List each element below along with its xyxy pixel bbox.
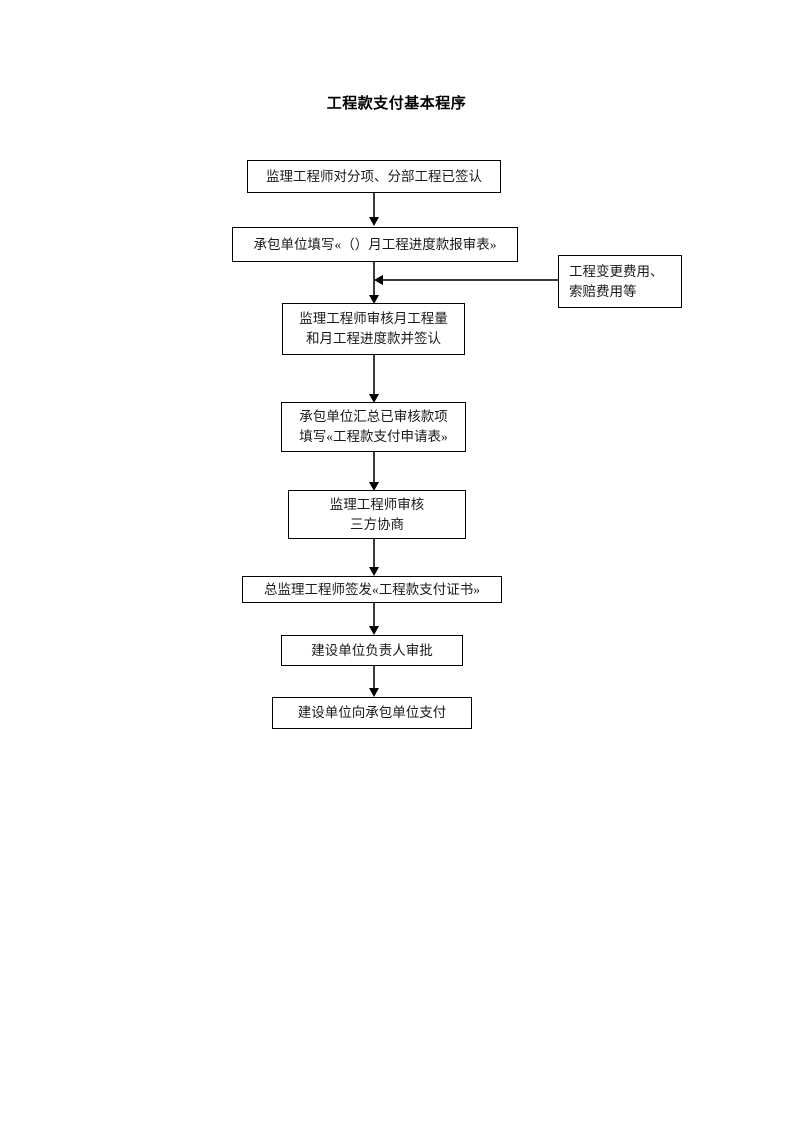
flow-node-4-line-1: 承包单位汇总已审核款项 xyxy=(299,409,448,425)
connector-n4-n5 xyxy=(373,452,375,487)
arrowhead-n1-n2-icon xyxy=(369,217,379,226)
arrowhead-n3-n4-icon xyxy=(369,394,379,403)
arrowhead-n6-n7-icon xyxy=(369,626,379,635)
flow-node-3[interactable]: 监理工程师审核月工程量 和月工程进度款并签认 xyxy=(282,303,465,355)
flow-node-7[interactable]: 建设单位负责人审批 xyxy=(281,635,463,666)
connector-n3-n4 xyxy=(373,355,375,399)
flow-node-8-line-1: 建设单位向承包单位支付 xyxy=(297,705,447,721)
flow-node-7-line-1: 建设单位负责人审批 xyxy=(311,642,433,658)
flow-node-6[interactable]: 总监理工程师签发«工程款支付证书» xyxy=(242,576,502,603)
connector-n7-n8 xyxy=(373,666,375,691)
flow-node-3-line-1: 监理工程师审核月工程量 xyxy=(299,311,448,327)
connector-n1-n2 xyxy=(373,193,375,220)
connector-n6-n7 xyxy=(373,603,375,630)
page-title: 工程款支付基本程序 xyxy=(326,95,467,112)
flow-node-5[interactable]: 监理工程师审核 三方协商 xyxy=(288,490,466,539)
flow-node-1-line-1: 监理工程师对分项、分部工程已签认 xyxy=(266,168,482,184)
flow-node-4-line-2: 填写«工程款支付申请表» xyxy=(299,429,448,444)
flow-node-side-cost[interactable]: 工程变更费用、 索赔费用等 xyxy=(558,255,682,308)
flow-node-5-line-1: 监理工程师审核 xyxy=(329,496,425,512)
flow-node-5-line-2: 三方协商 xyxy=(350,516,404,532)
flow-node-1[interactable]: 监理工程师对分项、分部工程已签认 xyxy=(247,160,501,193)
flow-node-side-line-1: 工程变更费用、 xyxy=(569,263,664,279)
arrowhead-n4-n5-icon xyxy=(369,482,379,491)
arrowhead-n5-n6-icon xyxy=(369,567,379,576)
flow-node-2[interactable]: 承包单位填写«（）月工程进度款报审表» xyxy=(232,227,518,262)
connector-side-to-main xyxy=(383,279,558,281)
flow-node-4[interactable]: 承包单位汇总已审核款项 填写«工程款支付申请表» xyxy=(281,402,466,452)
arrowhead-n2-n3-icon xyxy=(369,295,379,304)
flow-node-6-line-1: 总监理工程师签发«工程款支付证书» xyxy=(264,581,480,597)
flow-node-8[interactable]: 建设单位向承包单位支付 xyxy=(272,697,472,729)
arrowhead-side-to-main-icon xyxy=(374,275,383,285)
arrowhead-n7-n8-icon xyxy=(369,688,379,697)
connector-n5-n6 xyxy=(373,539,375,571)
flow-node-3-line-2: 和月工程进度款并签认 xyxy=(306,331,441,346)
flow-node-2-line-1: 承包单位填写«（）月工程进度款报审表» xyxy=(253,236,497,252)
flow-node-side-line-2: 索赔费用等 xyxy=(569,283,637,299)
